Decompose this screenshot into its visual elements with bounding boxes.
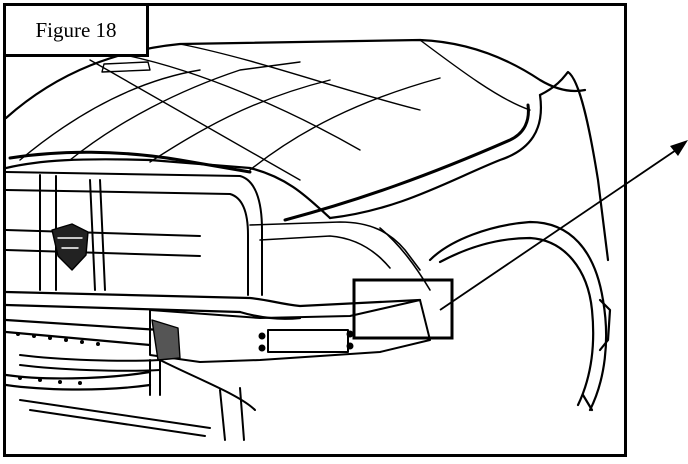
hood <box>6 38 587 220</box>
bumper-plate <box>149 299 431 363</box>
hood-ridges <box>19 39 531 181</box>
arrow-icon <box>439 140 688 311</box>
ram-emblem <box>51 223 89 271</box>
bumper-tubes <box>6 290 422 391</box>
cowl-bead <box>8 103 530 222</box>
bumper-vent <box>151 319 181 361</box>
fender <box>428 70 612 412</box>
figure-label: Figure 18 <box>3 3 149 57</box>
lower-frame <box>19 354 256 441</box>
figure-frame <box>3 3 627 457</box>
headlight <box>249 221 431 291</box>
grille <box>6 171 263 296</box>
callout-box <box>352 278 454 340</box>
tube-bolts <box>16 332 100 385</box>
